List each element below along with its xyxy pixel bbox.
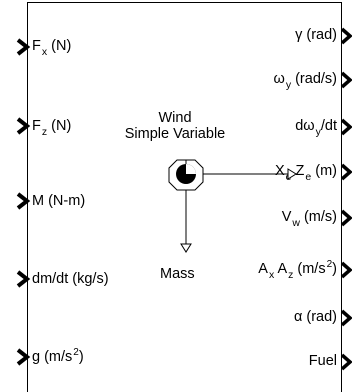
input-port-gravity: g (m/s2) bbox=[32, 347, 84, 365]
output-port-velocity-wind: Vw (m/s) bbox=[281, 209, 337, 229]
output-port-fuel: Fuel bbox=[308, 353, 337, 369]
input-port-dmdt: dm/dt (kg/s) bbox=[32, 271, 109, 287]
input-port-moment: M (N-m) bbox=[32, 193, 86, 209]
output-caret-6[interactable] bbox=[340, 261, 352, 279]
output-port-acceleration: Ax Az (m/s2) bbox=[258, 259, 337, 281]
output-port-omega: ωy (rad/s) bbox=[273, 71, 338, 91]
input-caret-5[interactable] bbox=[16, 348, 31, 366]
output-port-alpha: α (rad) bbox=[293, 309, 337, 325]
input-caret-1[interactable] bbox=[16, 38, 31, 56]
input-caret-4[interactable] bbox=[16, 270, 31, 288]
output-caret-2[interactable] bbox=[340, 71, 352, 89]
mass-label: Mass bbox=[160, 266, 195, 282]
output-port-position: Xe Ze (m) bbox=[274, 163, 337, 183]
input-port-fx: Fx (N) bbox=[32, 38, 72, 58]
output-caret-4[interactable] bbox=[340, 163, 352, 181]
output-caret-1[interactable] bbox=[340, 27, 352, 45]
output-port-gamma: γ (rad) bbox=[295, 27, 337, 43]
simulink-block[interactable] bbox=[27, 2, 342, 392]
block-title-line2: Simple Variable bbox=[124, 126, 226, 142]
output-caret-8[interactable] bbox=[340, 353, 352, 371]
output-caret-7[interactable] bbox=[340, 309, 352, 327]
block-title-line1: Wind bbox=[158, 110, 192, 126]
output-port-domega-dt: dωy/dt bbox=[295, 118, 337, 138]
output-caret-3[interactable] bbox=[340, 118, 352, 136]
output-caret-5[interactable] bbox=[340, 209, 352, 227]
block-title: Wind Simple Variable bbox=[110, 110, 240, 142]
input-caret-3[interactable] bbox=[16, 192, 31, 210]
input-port-fz: Fz (N) bbox=[32, 118, 72, 138]
input-caret-2[interactable] bbox=[16, 117, 31, 135]
